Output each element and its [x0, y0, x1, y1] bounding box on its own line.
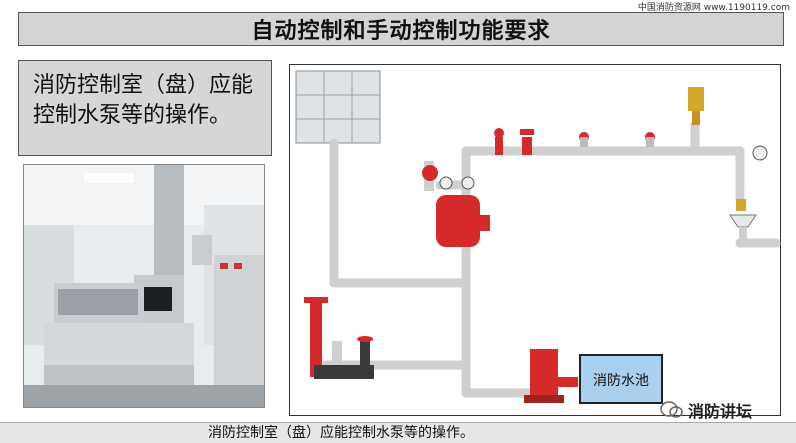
- description-box: 消防控制室（盘）应能控制水泵等的操作。: [18, 60, 272, 156]
- sprinkler-system-diagram: 消防水池: [289, 64, 781, 416]
- pump-adapter: [304, 297, 374, 379]
- watermark: 中国消防资源网 www.1190119.com: [637, 3, 790, 13]
- water-tank: [295, 70, 381, 144]
- control-room-image: [24, 165, 264, 407]
- pool-label: 消防水池: [593, 373, 649, 389]
- logo-text: 消防讲坛: [688, 402, 753, 421]
- fire-pump: [524, 349, 578, 403]
- end-test-device: [729, 145, 768, 243]
- alarm-valve: [422, 161, 490, 247]
- brand-logo: 消防讲坛: [660, 398, 752, 422]
- sprinkler-heads: [579, 132, 655, 147]
- control-room-photo: [23, 164, 265, 408]
- footer-caption: 消防控制室（盘）应能控制水泵等的操作。: [0, 422, 796, 443]
- wechat-icon: [660, 401, 683, 418]
- fire-water-pool: 消防水池: [579, 354, 663, 404]
- signal-valves: [494, 128, 534, 155]
- pipe-network: [321, 120, 781, 398]
- page-title: 自动控制和手动控制功能要求: [18, 12, 784, 46]
- exhaust-valve: [688, 87, 704, 125]
- diagram-canvas: 消防水池: [295, 70, 781, 404]
